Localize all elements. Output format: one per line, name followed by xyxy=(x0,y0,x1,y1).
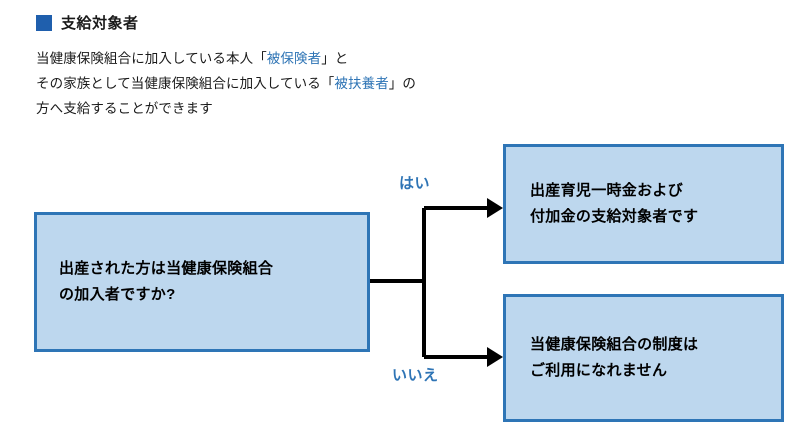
question-box-text: 出産された方は当健康保険組合 の加入者ですか? xyxy=(59,256,273,308)
arrowhead-yes-icon xyxy=(487,198,503,218)
arrowhead-no-icon xyxy=(487,347,503,367)
blue-square-bullet-icon xyxy=(36,14,52,31)
page-title: 支給対象者 xyxy=(61,15,139,32)
description-line-2-text-after: 」の xyxy=(388,76,416,91)
outcome-box-no-line-2: ご利用になれません xyxy=(530,362,668,379)
outcome-box-yes-text: 出産育児一時金および 付加金の支給対象者です xyxy=(530,178,698,230)
description-line-1-text-before: 当健康保険組合に加入している本人「 xyxy=(36,51,267,66)
outcome-box-no-line-1: 当健康保険組合の制度は xyxy=(530,336,699,353)
branch-label-no: いいえ xyxy=(392,367,439,384)
outcome-box-yes-line-2: 付加金の支給対象者です xyxy=(530,208,699,225)
description-line-1-text-after: 」と xyxy=(321,51,349,66)
question-box-line-1: 出産された方は当健康保険組合 xyxy=(59,260,274,277)
branch-label-yes: はい xyxy=(399,175,431,192)
description-line-2-text-before: その家族として当健康保険組合に加入している「 xyxy=(36,76,335,91)
description-line-2: その家族として当健康保険組合に加入している「被扶養者」の xyxy=(36,71,556,96)
outcome-box-yes-line-1: 出産育児一時金および xyxy=(530,182,684,199)
outcome-box-no: 当健康保険組合の制度は ご利用になれません xyxy=(503,294,784,422)
outcome-box-no-text: 当健康保険組合の制度は ご利用になれません xyxy=(530,332,698,384)
description-line-3: 方へ支給することができます xyxy=(36,101,213,116)
term-link-insured[interactable]: 被保険者 xyxy=(266,51,322,66)
section-header: 支給対象者 xyxy=(36,12,139,33)
description-text: 当健康保険組合に加入している本人「被保険者」と その家族として当健康保険組合に加… xyxy=(36,46,556,121)
question-box-line-2: の加入者ですか? xyxy=(59,286,176,303)
description-line-1: 当健康保険組合に加入している本人「被保険者」と xyxy=(36,46,556,71)
outcome-box-yes: 出産育児一時金および 付加金の支給対象者です xyxy=(503,144,784,264)
question-box: 出産された方は当健康保険組合 の加入者ですか? xyxy=(34,212,370,352)
term-link-dependent[interactable]: 被扶養者 xyxy=(334,76,389,91)
